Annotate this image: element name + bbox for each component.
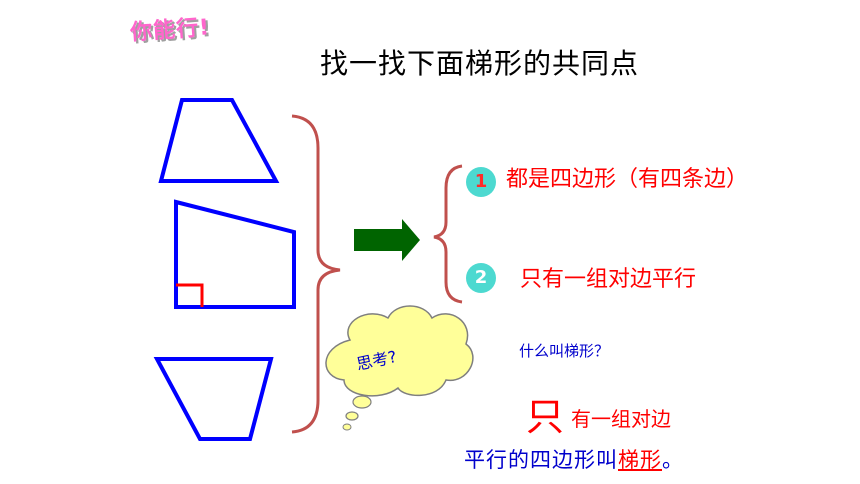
definition-term: 梯形: [618, 448, 662, 472]
right-angle-marker: [176, 283, 204, 307]
point-1-text: 都是四边形（有四条边）: [506, 167, 749, 192]
question-text: 什么叫梯形？: [519, 342, 610, 360]
large-brace: [291, 114, 341, 434]
definition-line-1: 只 有一组对边: [526, 386, 671, 441]
definition-end: 。: [662, 448, 684, 472]
trapezoid-right-angle: [174, 199, 296, 309]
small-brace: [433, 164, 463, 304]
definition-line-2: 平行的四边形叫梯形。: [464, 444, 684, 474]
point-2-text: 只有一组对边平行: [520, 267, 697, 292]
point-2-number: 2: [466, 263, 496, 293]
trapezoid-top: [158, 98, 280, 183]
point-1-number: 1: [466, 167, 496, 197]
page-title: 找一找下面梯形的共同点: [320, 47, 640, 80]
definition-line-2-prefix: 平行的四边形叫: [464, 448, 618, 472]
encouragement-badge: 你能行!: [129, 15, 211, 46]
trapezoid-inverted: [153, 357, 274, 441]
thought-cloud-icon: [325, 305, 474, 431]
right-arrow-icon: [354, 219, 420, 261]
definition-emphasis: 只: [526, 395, 565, 439]
definition-line-1-rest: 有一组对边: [571, 407, 672, 431]
